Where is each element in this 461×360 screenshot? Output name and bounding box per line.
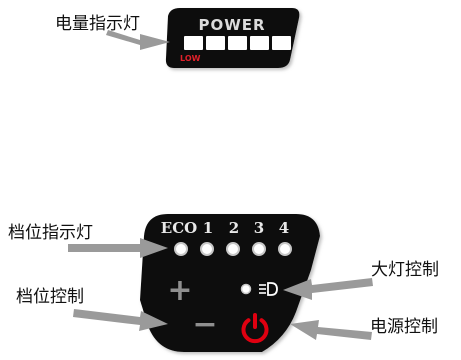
plus-icon: + xyxy=(167,273,192,308)
power-control-arrow xyxy=(290,320,372,340)
light-control-label: 大灯控制 xyxy=(371,260,439,280)
headlight-icon xyxy=(259,282,278,296)
gear-led xyxy=(226,242,240,256)
controller-panel: ECO 1 2 3 4 + − xyxy=(140,214,320,352)
gear-led xyxy=(174,242,188,256)
low-label: LOW xyxy=(180,54,201,63)
headlight-button[interactable] xyxy=(240,282,278,296)
mode-label-2: 2 xyxy=(229,219,239,237)
power-indicator-label: 电量指示灯 xyxy=(55,14,140,34)
gear-up-button[interactable]: + xyxy=(167,273,192,308)
headlight-status-led xyxy=(240,283,252,295)
light-control-arrow xyxy=(283,278,373,300)
gear-indicator-arrow xyxy=(68,238,168,258)
power-indicator-panel: POWER LOW xyxy=(165,8,300,68)
battery-segment xyxy=(250,36,269,50)
gear-led xyxy=(200,242,214,256)
gear-control-arrow xyxy=(73,309,168,331)
power-control-label: 电源控制 xyxy=(370,317,438,337)
mode-label-3: 3 xyxy=(254,219,264,237)
battery-segment xyxy=(228,36,247,50)
battery-segment xyxy=(206,36,225,50)
battery-segment xyxy=(184,36,203,50)
gear-indicator-label: 档位指示灯 xyxy=(8,223,93,243)
gear-control-label: 档位控制 xyxy=(16,287,84,307)
power-button[interactable] xyxy=(241,313,269,344)
power-icon xyxy=(241,313,269,344)
minus-icon: − xyxy=(192,307,217,342)
power-indicator-arrow xyxy=(106,30,170,50)
battery-segment xyxy=(272,36,291,50)
mode-label-eco: ECO xyxy=(161,219,197,237)
gear-down-button[interactable]: − xyxy=(192,307,217,342)
mode-label-1: 1 xyxy=(203,219,213,237)
power-title: POWER xyxy=(198,16,265,34)
gear-led xyxy=(278,242,292,256)
mode-label-4: 4 xyxy=(279,219,289,237)
gear-led xyxy=(252,242,266,256)
